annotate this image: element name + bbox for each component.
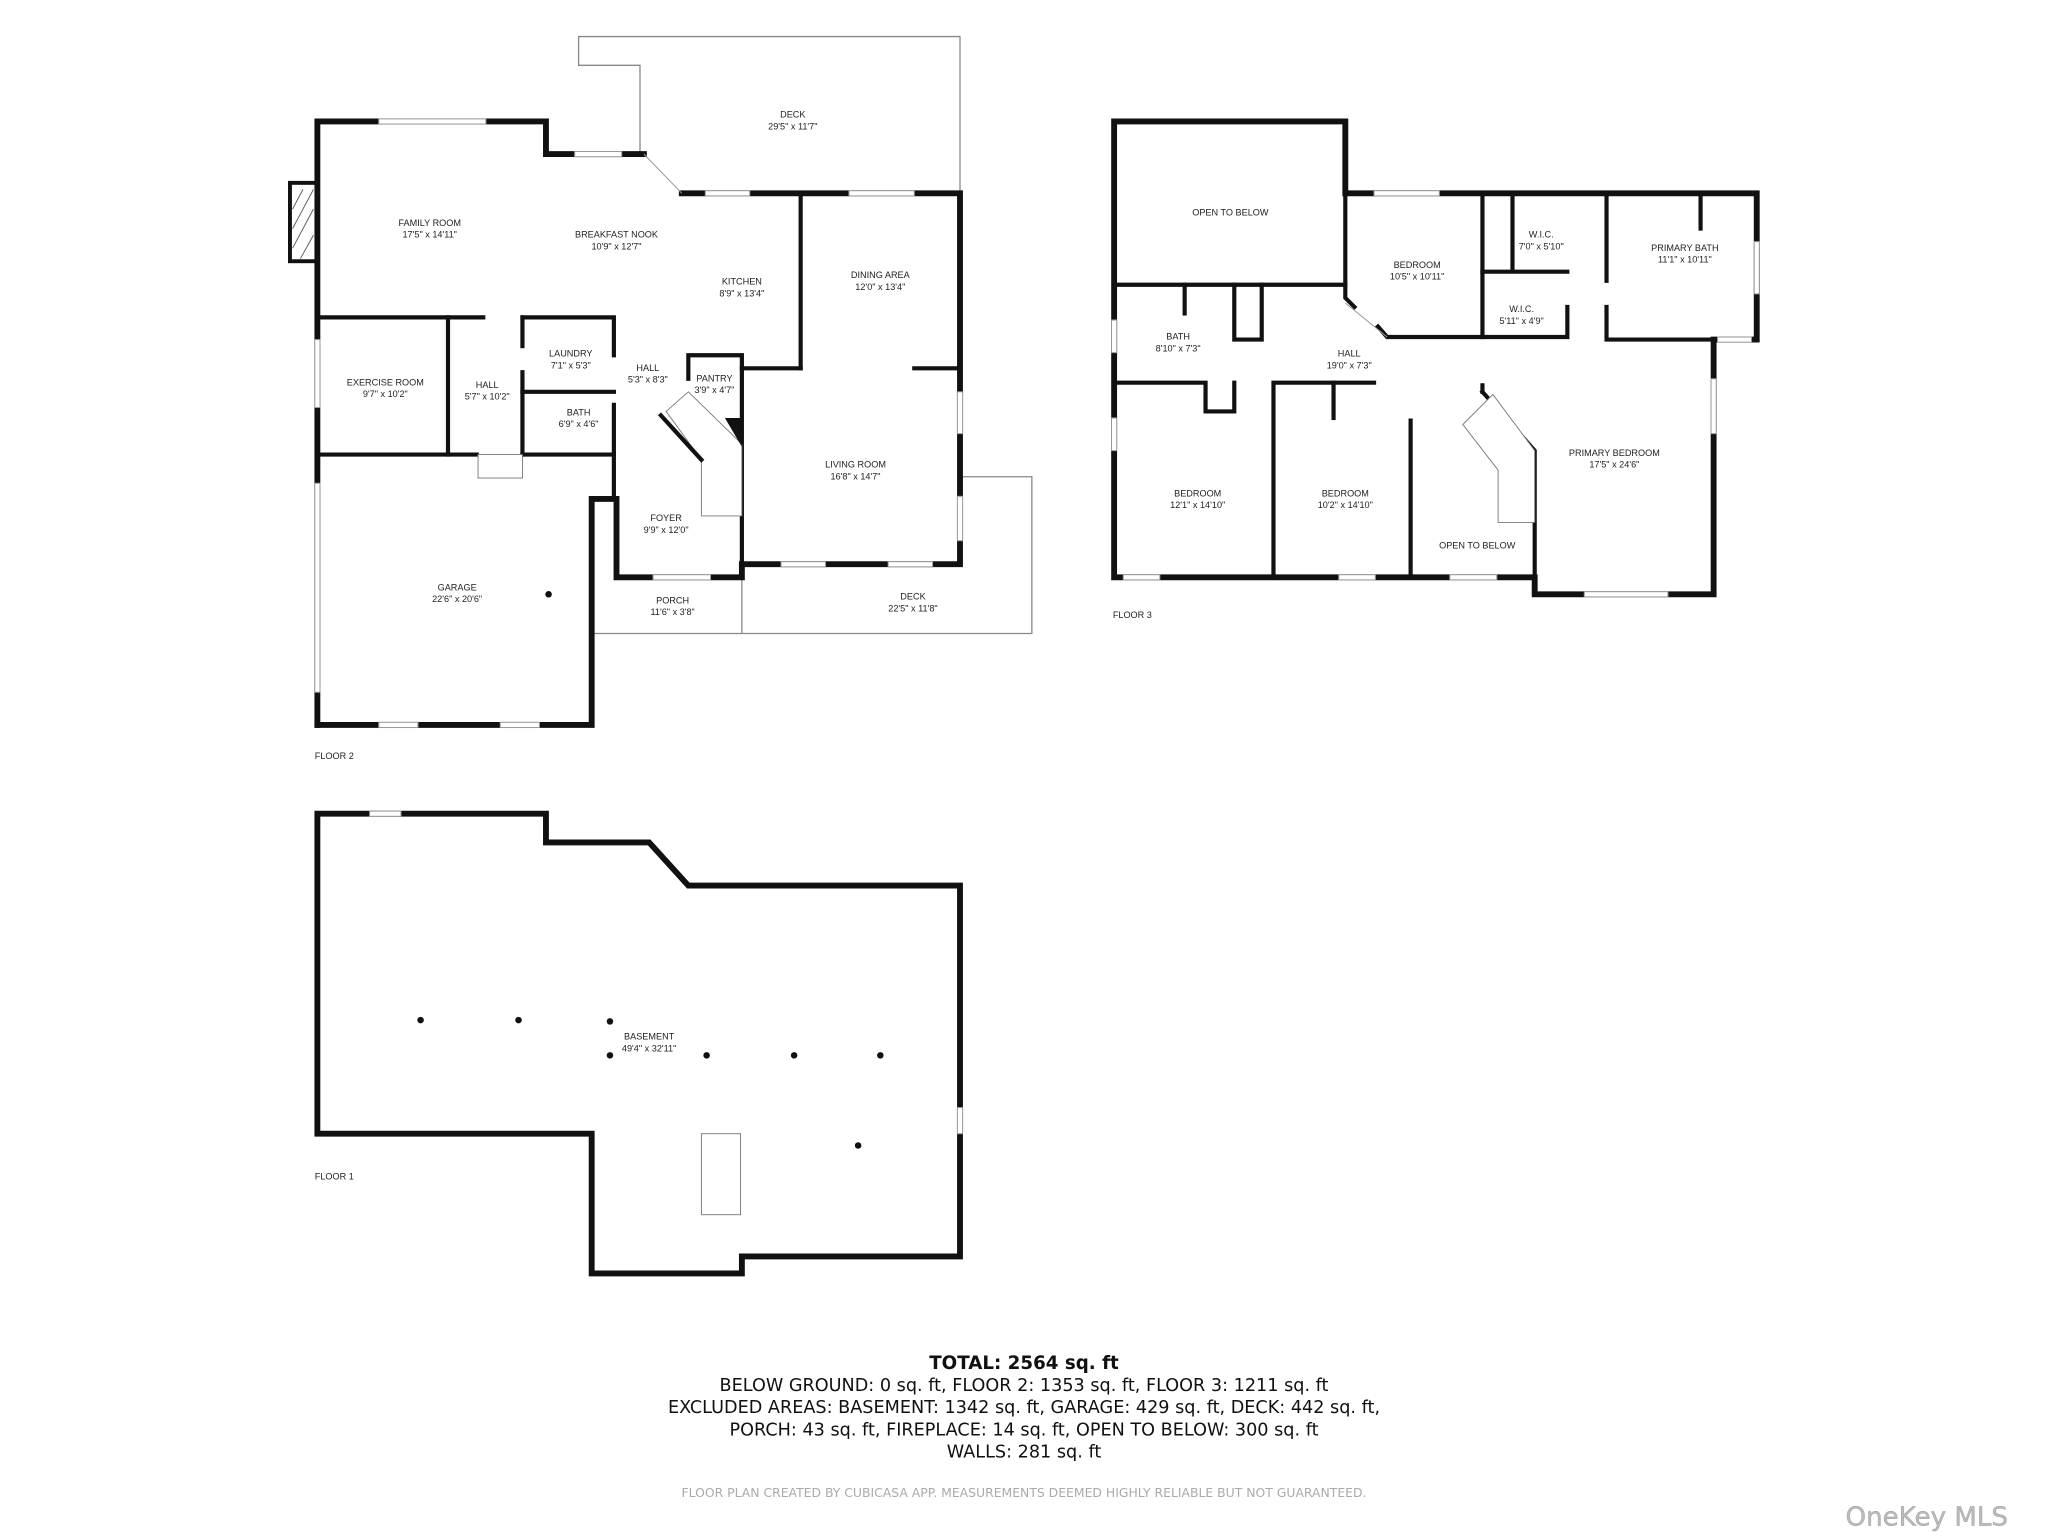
summary-line: BELOW GROUND: 0 sq. ft, FLOOR 2: 1353 sq… [720,1376,1329,1396]
exterior-wall [1111,118,1760,598]
area-summary: TOTAL: 2564 sq. ft BELOW GROUND: 0 sq. f… [668,1353,1380,1500]
floor-3-plan [1110,118,1760,598]
staircase [477,391,743,517]
window [956,1107,964,1135]
nook-bay-window [643,153,683,194]
room-label: W.I.C.5'11" x 4'9" [1499,304,1543,326]
disclaimer: FLOOR PLAN CREATED BY CUBICASA APP. MEAS… [681,1485,1366,1500]
interior-walls [1112,191,1716,580]
room-label: OPEN TO BELOW [1439,541,1516,551]
exterior-wall [314,810,963,1277]
rear-deck-outline [577,35,961,194]
summary-line: WALLS: 281 sq. ft [947,1443,1102,1463]
support-posts [417,1016,884,1149]
garage-post [545,591,552,598]
room-label: W.I.C.7'0" x 5'10" [1519,230,1564,252]
total-area: TOTAL: 2564 sq. ft [929,1353,1119,1374]
window [369,810,402,817]
summary-line: EXCLUDED AREAS: BASEMENT: 1342 sq. ft, G… [668,1398,1380,1418]
onekey-mls-watermark: OneKey MLS [1846,1503,2008,1533]
windows [1110,190,1760,598]
windows [314,118,964,729]
room-label: OPEN TO BELOW [1192,208,1269,218]
staircase [1462,393,1536,523]
floor-2-title: FLOOR 2 [315,751,354,761]
summary-line: PORCH: 43 sq. ft, FIREPLACE: 14 sq. ft, … [729,1420,1318,1440]
floor-1-plan [314,810,964,1277]
fireplace-hatch [292,189,314,259]
interior-walls [315,191,963,567]
floor-1-title: FLOOR 1 [315,1171,354,1181]
fireplace [287,180,320,264]
floor-2-plan [287,35,1033,729]
staircase [700,1133,742,1216]
floor-3-title: FLOOR 3 [1113,610,1152,620]
